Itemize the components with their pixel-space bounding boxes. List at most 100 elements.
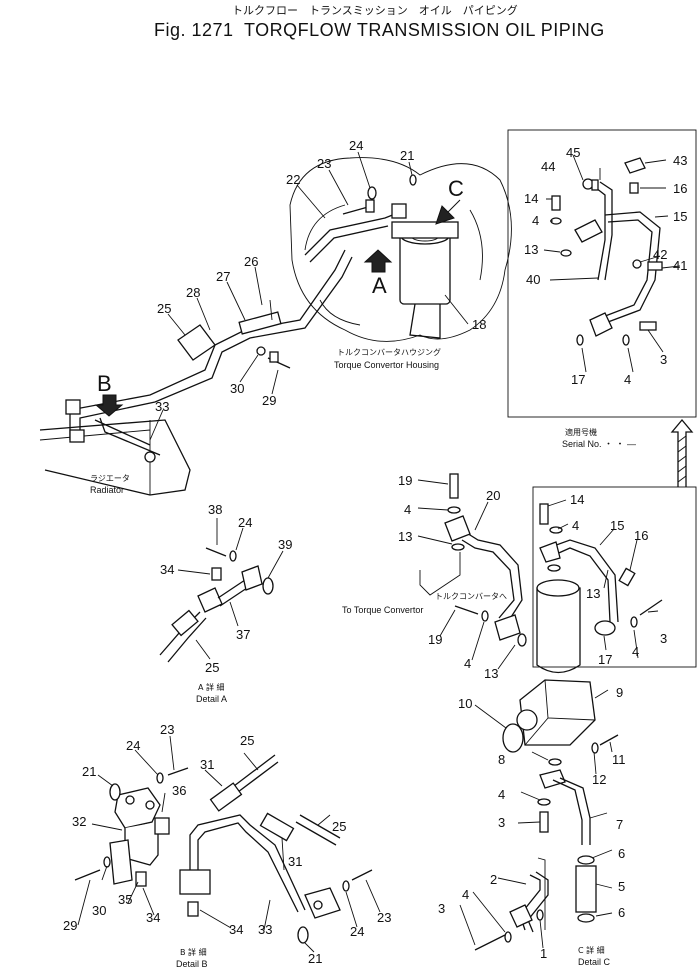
callout-23: 23: [317, 156, 331, 171]
detail-b-callout-36: 36: [172, 783, 186, 798]
radiator-fitting-c: [69, 429, 85, 443]
detail-c-callout-15: 15: [610, 518, 624, 533]
detail-c-pipe-20: [461, 529, 523, 626]
detail-b-callout-34b: 34: [229, 922, 243, 937]
detail-c-pipe-15: [547, 539, 619, 623]
serial-caption: Serial No. ・ ・ ―: [562, 439, 636, 449]
detail-c-callout-13c: 13: [586, 586, 600, 601]
detail-b-callout-34a: 34: [146, 910, 160, 925]
detail-a-leaders: [177, 518, 284, 660]
washer-24: [367, 186, 377, 200]
detail-b-callout-30: 30: [92, 903, 106, 918]
pipe-run-lower: [79, 256, 353, 442]
detail-b-callout-25b: 25: [332, 819, 346, 834]
callout-21: 21: [400, 148, 414, 163]
inset-callout-4a: 4: [532, 213, 539, 228]
detail-c-callout-6b: 6: [618, 905, 625, 920]
detail-c-bolt-3a: [639, 599, 663, 616]
inset-washer-42: [632, 259, 642, 269]
bolt-23-head: [365, 199, 375, 213]
detail-b-block-lower: [179, 869, 211, 895]
inset-oring-17: [576, 334, 584, 346]
detail-b-flange-lower: [304, 887, 341, 919]
detail-b-bolt-hole-b: [145, 800, 155, 810]
callout-29: 29: [262, 393, 276, 408]
detail-c-sub-flange-top: [539, 541, 561, 563]
detail-a-bolt-38: [205, 547, 227, 557]
detail-b-bolt-29: [74, 869, 101, 881]
callout-25: 25: [157, 301, 171, 316]
detail-a-pipe-37: [217, 577, 251, 607]
detail-b-callout-31b: 31: [288, 854, 302, 869]
detail-c-callout-8: 8: [498, 752, 505, 767]
inset-oring-13: [560, 249, 572, 257]
detail-b-callout-33: 33: [258, 922, 272, 937]
inset-flange: [574, 219, 603, 243]
detail-c-sub-flange-bottom: [594, 620, 616, 636]
detail-c-flange-top: [444, 515, 471, 542]
view-letter-b: B: [97, 371, 112, 396]
inset-callout-14: 14: [524, 191, 538, 206]
detail-b-callout-23b: 23: [377, 910, 391, 925]
detail-c-clamp-6a: [577, 855, 595, 865]
detail-b: 23 25 24 31 21 36 32 31 25 30 35 29 34 3…: [63, 722, 391, 969]
bolt-23: [342, 206, 369, 215]
detail-c-bolt-19b: [454, 605, 479, 615]
inset-callout-13: 13: [524, 242, 538, 257]
detail-a-callout-37: 37: [236, 627, 250, 642]
inset-callout-45: 45: [566, 145, 580, 160]
filter-head: [391, 221, 459, 239]
inset-callout-43: 43: [673, 153, 687, 168]
detail-c-flange-bottom: [494, 614, 521, 641]
inset-bolt-14: [551, 195, 561, 211]
pipe-22-b: [309, 225, 389, 263]
detail-c-callout-6a: 6: [618, 846, 625, 861]
detail-b-hose-25a: [233, 754, 279, 793]
callout-24: 24: [349, 138, 363, 153]
detail-c-washer-12: [591, 742, 599, 754]
radiator-fitting-d: [144, 451, 156, 463]
view-arrow-a: [363, 249, 393, 273]
detail-c-ref-line: [537, 857, 546, 930]
detail-b-callout-35: 35: [118, 892, 132, 907]
detail-c-washer-4b: [481, 610, 489, 622]
detail-c-bolt-3b: [539, 811, 549, 833]
inset-washer-4b: [622, 334, 630, 346]
detail-c-oring-13a: [451, 543, 465, 551]
detail-c-callout-16: 16: [634, 528, 648, 543]
detail-c-callout-4e: 4: [498, 787, 505, 802]
detail-a-flange: [241, 565, 263, 591]
detail-c-caption-jp: C 詳 細: [578, 945, 605, 955]
detail-c-oring-13c: [547, 564, 561, 572]
inset-bolt-41: [647, 261, 663, 271]
detail-b-callout-24b: 24: [350, 924, 364, 939]
detail-b-bolt-hole-a: [125, 795, 135, 805]
detail-c-flange-1: [509, 904, 533, 928]
detail-c-callout-4f: 4: [462, 887, 469, 902]
detail-b-plug-34: [187, 901, 199, 917]
detail-c-callout-20: 20: [486, 488, 500, 503]
detail-a-callout-39: 39: [278, 537, 292, 552]
inset-pipe-15-b: [599, 219, 653, 319]
detail-b-hose-25b: [295, 814, 341, 846]
inset-plug-16: [629, 182, 639, 194]
detail-c-callout-3a: 3: [660, 631, 667, 646]
inset-callout-41: 41: [673, 258, 687, 273]
callout-22: 22: [286, 172, 300, 187]
serial-caption-jp: 適用号機: [565, 427, 597, 437]
inset-callout-42: 42: [653, 247, 667, 262]
detail-b-callout-23a: 23: [160, 722, 174, 737]
detail-c-clamp-6b: [577, 913, 595, 923]
inset-bolt-3: [639, 321, 657, 331]
detail-c-callout-9: 9: [616, 685, 623, 700]
detail-b-callout-32: 32: [72, 814, 86, 829]
callout-27: 27: [216, 269, 230, 284]
block-22: [391, 203, 407, 219]
detail-a-plug-34: [211, 567, 222, 581]
pipe-33: [94, 417, 161, 456]
to-torque-caption-jp: トルクコンバータへ: [435, 592, 507, 601]
clamp-26: [269, 299, 273, 321]
view-letter-c: C: [448, 176, 464, 201]
housing-outline: [289, 157, 512, 342]
housing-caption-jp: トルクコンバータハウジング: [337, 347, 441, 357]
